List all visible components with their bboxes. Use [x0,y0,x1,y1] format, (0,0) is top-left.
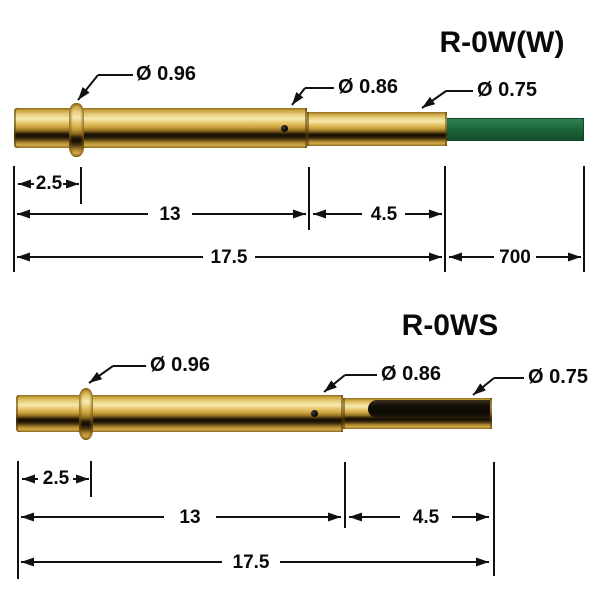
fig2-dim-4-5: 4.5 [412,507,440,528]
fig2-leader-096-d [88,365,114,384]
fig1-leaders [77,74,473,109]
fig1-title: R-0W(W) [439,26,565,59]
fig2-leaders [88,365,524,396]
fig1-dim-4-5: 4.5 [370,204,398,225]
fig1-diameter-label-086: Ø 0.86 [338,76,399,98]
fig2-dim-17-5: 17.5 [232,552,270,573]
fig1-leader-075-d [421,90,447,109]
fig2-diameter-label-086: Ø 0.86 [381,363,442,385]
fig1-dim-2-5: 2.5 [35,173,63,194]
fig1-dim-13: 13 [159,204,181,225]
fig2-leader-075-d [472,377,495,396]
fig2-extension-lines [17,461,495,579]
fig1-extension-lines [13,166,585,272]
fig2-diameter-label-075: Ø 0.75 [528,366,589,388]
fig2-dim-2-5: 2.5 [42,468,70,489]
fig2-leader-086-d [323,374,346,393]
fig1-flange [69,103,84,157]
fig2-title: R-0WS [401,309,499,342]
fig1-leader-086-d [291,87,306,106]
fig1-barrel-096 [14,108,307,148]
fig1-dim-700: 700 [499,247,531,268]
fig2-vent-hole [311,410,318,417]
fig2-diameter-label-096: Ø 0.96 [150,354,211,376]
fig1-vent-hole [281,125,288,132]
fig1-dim-17-5: 17.5 [210,247,248,268]
fig1-diameter-label-075: Ø 0.75 [477,79,538,101]
fig2-dim-13: 13 [179,507,201,528]
fig1-diameter-label-096: Ø 0.96 [136,63,197,85]
fig2-open-slot [368,400,490,418]
fig2-dimension-lines [21,474,489,567]
fig1-leader-096-d [77,74,99,101]
fig1-dimension-lines [17,179,581,262]
fig1-tube-086 [307,112,447,146]
fig2-barrel-096 [16,395,343,432]
fig1-green-wire [447,118,584,141]
fig2-flange [79,388,93,440]
